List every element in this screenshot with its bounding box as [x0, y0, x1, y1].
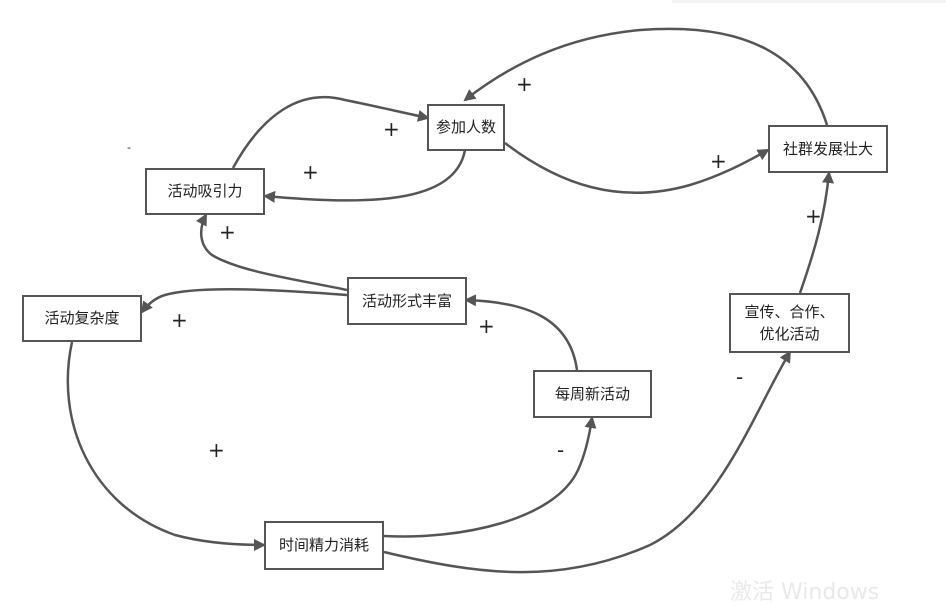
node-appeal[interactable]: 活动吸引力	[145, 168, 265, 215]
node-appeal-label: 活动吸引力	[167, 182, 243, 201]
edge-promotion-to-growth	[798, 171, 835, 294]
edge-participants-to-appeal	[263, 149, 467, 203]
sign-weekly-to-richforms: +	[478, 314, 495, 338]
node-community-growth[interactable]: 社群发展壮大	[768, 125, 888, 173]
node-complexity[interactable]: 活动复杂度	[22, 295, 142, 342]
watermark-text: 激活 Windows	[730, 580, 880, 605]
edge-time-to-weekly	[383, 416, 597, 538]
node-participants[interactable]: 参加人数	[427, 104, 505, 151]
node-rich-forms[interactable]: 活动形式丰富	[347, 277, 467, 325]
node-time-energy-label: 时间精力消耗	[278, 536, 369, 555]
edge-richforms-to-complexity	[140, 287, 348, 314]
node-promotion[interactable]: 宣传、合作、 优化活动	[729, 293, 850, 353]
edge-appeal-to-participants	[231, 95, 430, 169]
sign-appeal-to-participants: +	[383, 117, 400, 141]
node-time-energy[interactable]: 时间精力消耗	[264, 521, 384, 570]
edge-richforms-to-appeal	[196, 213, 348, 292]
top-edge-strip	[672, 0, 946, 3]
sign-participants-to-appeal: +	[302, 160, 319, 184]
sign-time-to-promotion: -	[736, 365, 744, 389]
node-community-growth-label: 社群发展壮大	[782, 139, 873, 158]
node-rich-forms-label: 活动形式丰富	[361, 291, 452, 310]
sign-richforms-to-complexity: +	[171, 308, 188, 332]
sign-promotion-to-growth: +	[805, 204, 822, 228]
sign-time-to-weekly: -	[557, 438, 565, 462]
node-weekly-new[interactable]: 每周新活动	[533, 370, 652, 418]
node-promotion-label-line2: 优化活动	[759, 325, 820, 343]
edge-complexity-to-time	[66, 341, 266, 551]
node-weekly-new-label: 每周新活动	[554, 384, 630, 403]
edge-weekly-to-richforms	[464, 294, 579, 371]
sign-richforms-to-appeal: +	[219, 220, 236, 244]
sign-complexity-to-time: +	[208, 438, 225, 462]
edge-participants-to-growth	[504, 142, 770, 195]
diagram-canvas	[66, 27, 835, 574]
node-participants-label: 参加人数	[435, 118, 496, 137]
edge-growth-to-participants	[463, 27, 829, 126]
sign-participants-to-growth: +	[710, 149, 727, 173]
node-promotion-label-line1: 宣传、合作、	[744, 302, 835, 321]
sign-growth-to-participants: +	[516, 72, 533, 96]
node-complexity-label: 活动复杂度	[44, 309, 120, 328]
edge-time-to-promotion	[383, 350, 792, 574]
stray-mark: -	[127, 141, 131, 154]
